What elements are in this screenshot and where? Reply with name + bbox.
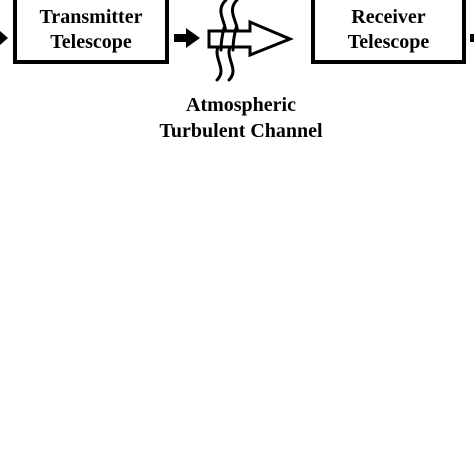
turbulence-wave-overlay-icon xyxy=(219,26,238,52)
receiver-label-line2: Telescope xyxy=(347,31,430,53)
transmitter-label-line2: Telescope xyxy=(50,31,132,53)
transmitter-telescope-block: Transmitter Telescope xyxy=(13,0,169,64)
channel-caption: Atmospheric Turbulent Channel xyxy=(137,92,345,144)
receiver-telescope-block: Receiver Telescope xyxy=(311,0,466,64)
channel-caption-line1: Atmospheric xyxy=(186,94,296,116)
receiver-label-line1: Receiver xyxy=(351,6,426,28)
incoming-arrowhead xyxy=(0,31,8,45)
arrow-transmitter-to-channel xyxy=(174,28,200,48)
channel-caption-line2: Turbulent Channel xyxy=(159,120,323,142)
beam-hollow-arrow xyxy=(207,19,294,58)
transmitter-label-line1: Transmitter xyxy=(39,6,143,28)
outgoing-arrow-stub xyxy=(470,34,474,42)
